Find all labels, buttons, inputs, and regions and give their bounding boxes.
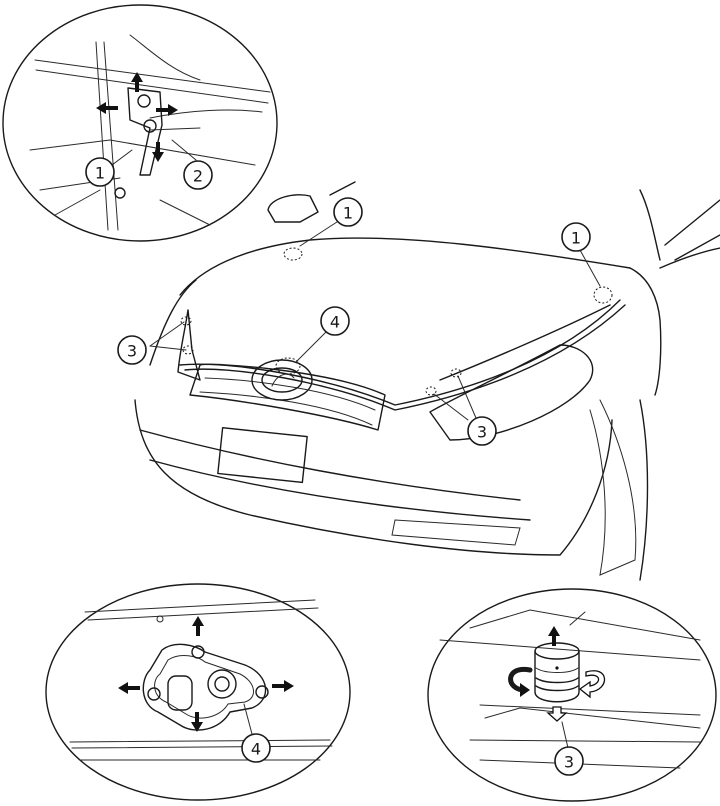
hyundai-emblem	[251, 359, 313, 401]
arrow-left-icon	[96, 102, 118, 114]
latch-lever	[167, 675, 193, 711]
callout-label: 4	[251, 740, 261, 759]
hinge-bolt-upper	[137, 94, 151, 108]
callout-label: 2	[193, 167, 203, 186]
inset-latch-frame	[45, 583, 351, 801]
inset-hinge-frame	[2, 4, 278, 242]
arrow-down-icon	[191, 712, 203, 732]
hinge-bolt-right-marker	[593, 286, 613, 304]
callout-label: 3	[477, 423, 487, 442]
callout-inset-stop-3: 3	[554, 746, 584, 776]
inset-hood-latch: 4	[45, 583, 351, 801]
latch-bolt-left	[147, 687, 161, 701]
arrow-right-icon	[156, 104, 178, 116]
callout-label: 1	[571, 229, 581, 248]
headlight-right	[429, 344, 594, 441]
arrow-left-icon	[118, 682, 140, 694]
callout-label: 3	[127, 342, 137, 361]
leader-lines	[149, 219, 601, 421]
stop-center-dot	[555, 666, 559, 670]
a-pillar	[639, 189, 661, 261]
hinge-bracket	[127, 87, 163, 176]
callout-inset-hinge-2: 2	[183, 160, 213, 190]
hood-top-edge	[179, 237, 631, 296]
arrow-down-open-icon	[546, 706, 568, 722]
license-plate	[217, 427, 308, 484]
front-bumper	[134, 399, 613, 556]
latch-marker	[275, 357, 301, 375]
callout-inset-hinge-1: 1	[85, 157, 115, 187]
latch-body	[142, 643, 267, 731]
arrow-right-icon	[272, 680, 294, 692]
callout-bumper-stop-left: 3	[117, 335, 147, 365]
latch-bolt-right	[255, 685, 269, 699]
grille	[189, 363, 386, 431]
arrow-up-icon	[192, 616, 204, 636]
arrow-up-icon	[548, 626, 560, 646]
car-front-view	[134, 181, 720, 581]
latch-cable-boss	[207, 669, 237, 699]
tire	[639, 399, 649, 581]
inset-stop-frame	[427, 588, 717, 802]
right-fender	[629, 267, 662, 396]
side-mirror	[267, 194, 319, 223]
lower-grille	[391, 519, 521, 546]
callout-inset-latch-4: 4	[241, 733, 271, 763]
callout-latch-striker: 4	[320, 306, 350, 336]
callout-label: 1	[343, 204, 353, 223]
bumper-stop-right-a	[425, 386, 437, 396]
callout-hood-hinge-right: 1	[561, 222, 591, 252]
headlight-left	[177, 309, 201, 381]
stop-body	[534, 650, 580, 703]
inset-hinge-linework	[29, 34, 271, 231]
bumper-stop-right-b	[450, 368, 462, 378]
rotate-cw-icon	[578, 670, 606, 699]
hood-front-edge	[179, 299, 621, 406]
callout-label: 1	[95, 164, 105, 183]
inset-hood-hinge: 1 2	[2, 4, 278, 242]
bumper-stop-left-upper	[180, 316, 192, 326]
hinge-bolt-body	[114, 187, 126, 199]
callout-hood-hinge-left: 1	[333, 197, 363, 227]
hinge-bolt-lower	[143, 119, 157, 133]
hinge-bolt-left-marker	[283, 247, 303, 261]
latch-bolt-top	[191, 645, 205, 659]
arrow-up-icon	[131, 72, 143, 92]
callout-label: 3	[564, 753, 574, 772]
callout-bumper-stop-right: 3	[467, 416, 497, 446]
callout-label: 4	[330, 313, 340, 332]
stop-top	[534, 642, 580, 660]
inset-bumper-stop: 3	[427, 588, 717, 802]
hood-left-edge	[149, 279, 197, 366]
arrow-down-icon	[152, 142, 164, 162]
